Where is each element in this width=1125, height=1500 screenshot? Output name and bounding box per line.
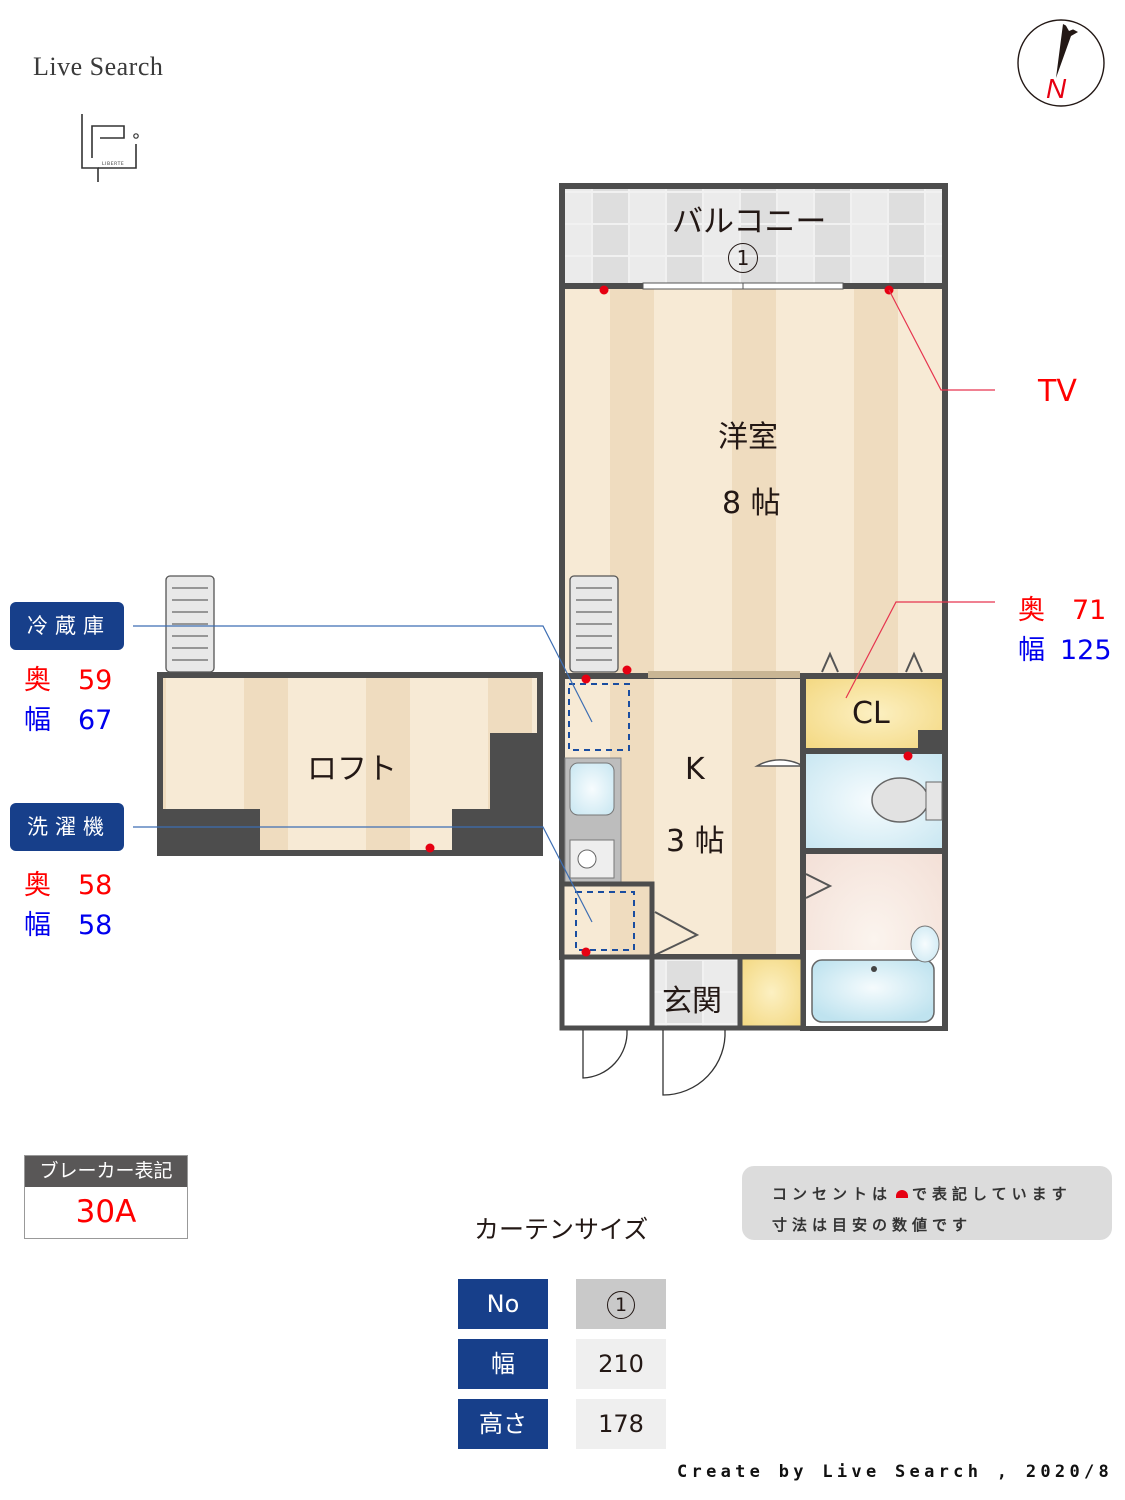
- curtain-number-badge: 1: [728, 243, 758, 273]
- washer-tag: 洗濯機: [10, 803, 124, 851]
- liberte-logo-icon: LIBERTE: [81, 114, 139, 182]
- kitchen-size: 3 帖: [666, 824, 725, 859]
- brand-title: Live Search: [33, 52, 164, 81]
- curtain-row-no: No 1: [458, 1279, 668, 1329]
- toilet-room: [800, 748, 948, 854]
- kitchen-label: K: [685, 752, 705, 787]
- curtain-row-width: 幅 210: [458, 1339, 668, 1389]
- tv-annotation: TV: [1038, 374, 1077, 409]
- outlet-legend-icon: [896, 1190, 909, 1198]
- breaker-value: 30A: [75, 1194, 137, 1230]
- north-compass-icon: N: [1017, 19, 1105, 107]
- kitchen: [559, 671, 806, 960]
- breaker-title: ブレーカー表記: [25, 1156, 187, 1187]
- bathroom: [800, 848, 948, 1031]
- curtain-table-title: カーテンサイズ: [474, 1215, 649, 1244]
- legend-note: コンセントはで表記しています 寸法は目安の数値です: [742, 1166, 1112, 1240]
- closet: [800, 651, 948, 754]
- svg-text:LIBERTE: LIBERTE: [102, 161, 124, 167]
- curtain-row-height: 高さ 178: [458, 1399, 668, 1449]
- entrance: [559, 954, 806, 1096]
- closet-label: CL: [852, 696, 890, 731]
- outlet-markers: [425, 285, 913, 957]
- balcony: [559, 183, 948, 289]
- balcony-label: バルコニー: [672, 204, 827, 240]
- western-room: [559, 282, 948, 679]
- floor-plan: [133, 183, 995, 1096]
- footer-credit: Create by Live Search , 2020/8: [677, 1462, 1114, 1482]
- ladder-icon: [165, 575, 619, 673]
- loft: [157, 672, 543, 856]
- fridge-tag: 冷蔵庫: [10, 602, 124, 650]
- entrance-label: 玄関: [662, 984, 722, 1019]
- loft-label: ロフト: [307, 752, 397, 787]
- western-room-size: 8 帖: [722, 486, 781, 521]
- legend-note-line2: 寸法は目安の数値です: [772, 1216, 973, 1234]
- western-room-label: 洋室: [718, 420, 778, 455]
- svg-text:N: N: [1046, 73, 1067, 104]
- breaker-box: ブレーカー表記 30A: [24, 1155, 188, 1239]
